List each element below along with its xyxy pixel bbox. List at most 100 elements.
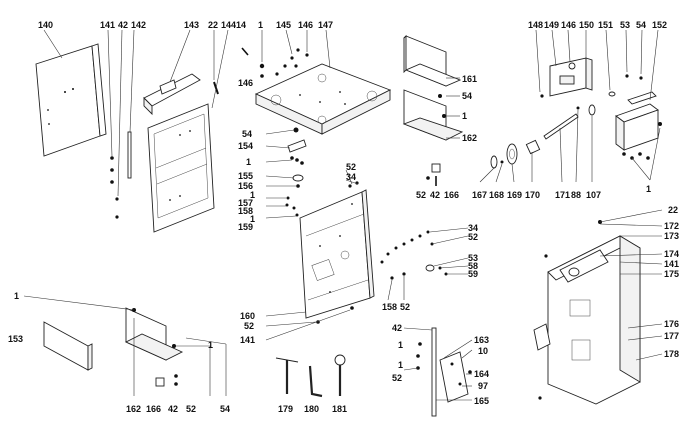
- callout-59: 59: [468, 269, 478, 279]
- part-140-side-panel: [35, 43, 107, 157]
- callout-165: 165: [474, 396, 489, 406]
- part-166-spacer: [426, 163, 441, 186]
- callout-177: 177: [664, 331, 679, 341]
- callout-161: 161: [462, 74, 477, 84]
- callout-54-a: 54: [462, 91, 472, 101]
- callout-42-d: 42: [392, 323, 402, 333]
- callout-14: 14: [236, 20, 246, 30]
- callout-148: 148: [528, 20, 543, 30]
- callout-176: 176: [664, 319, 679, 329]
- fastener-group-141: [110, 156, 119, 219]
- callout-178: 178: [664, 349, 679, 359]
- part-143-bracket: [143, 73, 201, 116]
- callout-54-b: 54: [636, 20, 646, 30]
- callout-1-c: 1: [646, 184, 651, 194]
- callout-141-b: 141: [664, 259, 679, 269]
- callout-1-f: 1: [250, 214, 255, 224]
- part-14-screw: [241, 47, 249, 56]
- callout-180: 180: [304, 404, 319, 414]
- part-178-right-housing: [533, 220, 641, 405]
- callout-171: 171: [555, 190, 570, 200]
- part-165-vertical-bar: [416, 327, 472, 417]
- callout-145: 145: [276, 20, 291, 30]
- callout-153: 153: [8, 334, 23, 344]
- callout-1-g: 1: [14, 291, 19, 301]
- callout-149: 149: [544, 20, 559, 30]
- callout-170: 170: [525, 190, 540, 200]
- callout-141-c: 141: [240, 335, 255, 345]
- callout-147: 147: [318, 20, 333, 30]
- callout-158-a: 158: [238, 206, 253, 216]
- callout-88: 88: [571, 190, 581, 200]
- callout-1-d: 1: [246, 157, 251, 167]
- part-160-main-panel: [299, 181, 375, 324]
- part-179-181-tools: [275, 354, 346, 398]
- callout-164: 164: [474, 369, 489, 379]
- callout-52-g: 52: [392, 373, 402, 383]
- part-162-bracket-upper: [402, 89, 464, 141]
- callout-150: 150: [579, 20, 594, 30]
- callout-181: 181: [332, 404, 347, 414]
- callout-22: 22: [208, 20, 218, 30]
- part-144-frame-panel: [147, 103, 215, 233]
- callout-53-a: 53: [620, 20, 630, 30]
- callout-167: 167: [472, 190, 487, 200]
- callout-159: 159: [238, 222, 253, 232]
- callout-141: 141: [100, 20, 115, 30]
- part-147-top-plate: [254, 63, 392, 135]
- callout-42: 42: [118, 20, 128, 30]
- callout-168: 168: [489, 190, 504, 200]
- callout-142: 142: [131, 20, 146, 30]
- callout-163: 163: [474, 335, 489, 345]
- callout-160: 160: [240, 311, 255, 321]
- callout-1-b: 1: [462, 111, 467, 121]
- callout-146: 146: [298, 20, 313, 30]
- callout-146-b: 146: [238, 78, 253, 88]
- callout-162-b: 162: [126, 404, 141, 414]
- callout-58: 58: [468, 261, 478, 271]
- callout-156: 156: [238, 181, 253, 191]
- fastener-group-145-146: [259, 48, 309, 78]
- callout-1-h: 1: [208, 340, 213, 350]
- callout-10: 10: [478, 346, 488, 356]
- callout-labels: 140 141 42 142 143 22 144 14 1 145 146 1…: [8, 20, 679, 414]
- part-142-strip: [127, 131, 132, 179]
- callout-1-j: 1: [398, 360, 403, 370]
- callout-166-b: 166: [146, 404, 161, 414]
- callout-1-i: 1: [398, 340, 403, 350]
- part-161-bracket: [403, 34, 462, 87]
- callout-174: 174: [664, 249, 679, 259]
- part-153-panel: [43, 321, 93, 371]
- callout-172: 172: [664, 221, 679, 231]
- callout-1-e: 1: [250, 190, 255, 200]
- callout-54-c: 54: [242, 129, 252, 139]
- part-167-to-107-shaft-assembly: [490, 104, 596, 169]
- callout-53-b: 53: [468, 253, 478, 263]
- part-149-motor-block: [540, 57, 593, 98]
- callout-54-d: 54: [220, 404, 230, 414]
- callout-52-e: 52: [244, 321, 254, 331]
- callout-107: 107: [586, 190, 601, 200]
- callout-52-d: 52: [400, 302, 410, 312]
- callout-158-b: 158: [382, 302, 397, 312]
- callout-151: 151: [598, 20, 613, 30]
- callout-34-a: 34: [346, 172, 356, 182]
- callout-169: 169: [507, 190, 522, 200]
- callout-140: 140: [38, 20, 53, 30]
- callout-146-c: 146: [561, 20, 576, 30]
- callout-52-b: 52: [416, 190, 426, 200]
- callout-34-b: 34: [468, 223, 478, 233]
- callout-52-c: 52: [468, 232, 478, 242]
- callout-52-a: 52: [346, 162, 356, 172]
- part-154-clip: [285, 127, 307, 217]
- callout-175: 175: [664, 269, 679, 279]
- leader-lines: [23, 29, 663, 401]
- callout-97: 97: [478, 381, 488, 391]
- callout-154: 154: [238, 141, 253, 151]
- callout-157: 157: [238, 198, 253, 208]
- callout-143: 143: [184, 20, 199, 30]
- callout-144: 144: [221, 20, 236, 30]
- callout-42-b: 42: [430, 190, 440, 200]
